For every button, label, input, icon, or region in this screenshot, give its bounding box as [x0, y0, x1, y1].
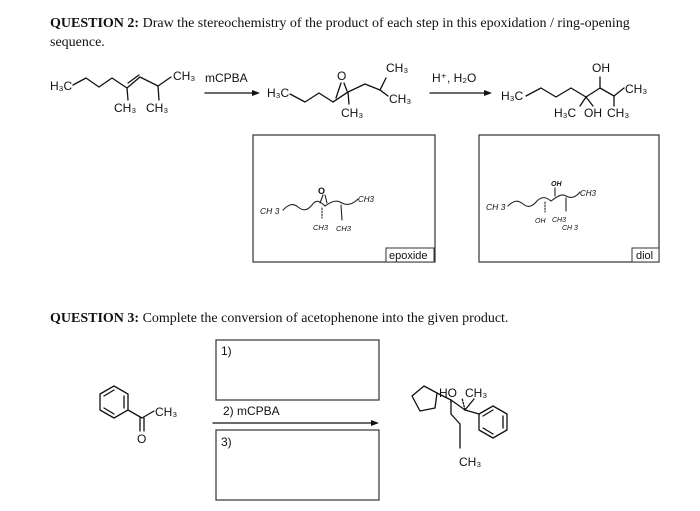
- diol-structure: H₃C OH CH₃ H₃C OH CH₃: [501, 61, 647, 120]
- diol-answer-box[interactable]: [478, 134, 660, 263]
- epoxide-structure: H₃C O CH₃ CH₃ CH₃: [267, 61, 411, 120]
- hand2-oh-bottom: OH: [535, 218, 546, 225]
- sm-ch3-a: CH₃: [114, 101, 136, 115]
- epoxide-cc-bond: [332, 91, 349, 103]
- acetophenone-ring-db-3: [103, 407, 115, 415]
- hand1-ch3-bot1: CH3: [313, 223, 329, 232]
- product-phenyl-db-1: [482, 409, 494, 417]
- epoxide-iso-bond-top: [379, 77, 387, 91]
- question-3-text: Complete the conversion of acetophenone …: [139, 311, 509, 326]
- epoxide-ch3-top: CH₃: [386, 61, 408, 75]
- starting-alkene: H₃C CH₃ CH₃ CH₃: [50, 69, 195, 115]
- sm-methyl-bond-a: [126, 87, 129, 101]
- hand1-epoxide-bond-2: [324, 194, 328, 204]
- hand1-ch3-bot2: CH3: [336, 224, 352, 233]
- sm-ch3-b: CH₃: [146, 101, 168, 115]
- diol-oh-top: OH: [592, 61, 610, 75]
- product-phenyl-bond: [464, 409, 480, 415]
- epoxide-co-bond-2: [343, 82, 348, 92]
- product-phenyl-ring: [478, 405, 508, 439]
- product-ch3-bottom: CH₃: [459, 455, 481, 469]
- epoxide-ch3-right: CH₃: [389, 92, 411, 106]
- epoxide-iso-bond-right: [379, 89, 389, 97]
- arrow-3-head: [371, 420, 379, 426]
- acetophenone-o: O: [137, 432, 146, 446]
- acetophenone-ring-db-1: [103, 389, 115, 397]
- reagent-acid-water: H⁺, H₂O: [432, 71, 476, 85]
- epoxide-handdrawn: CH 3 O CH3 CH3 CH3: [260, 186, 375, 233]
- question-3-prompt: QUESTION 3: Complete the conversion of a…: [50, 310, 660, 328]
- diol-ch3-right: CH₃: [625, 82, 647, 96]
- epoxide-o-label: O: [337, 69, 346, 83]
- hand1-ch3-right: CH3: [358, 195, 375, 204]
- product-phenyl-db-3: [482, 427, 494, 435]
- diol-chain: [525, 87, 625, 98]
- diol-oh-bottom: OH: [584, 106, 602, 120]
- product-chain-mid: [450, 413, 461, 425]
- epoxide-methyl-bond: [347, 91, 350, 105]
- hand2-oh-top: OH: [551, 181, 562, 188]
- hand2-chain: [507, 197, 552, 207]
- diol-h3c-bottom: H₃C: [554, 106, 577, 120]
- hand2-ch3-bottom: CH3: [552, 217, 566, 224]
- epoxide-tag: epoxide: [389, 250, 428, 262]
- hand1-o-label: O: [318, 186, 325, 196]
- sm-double-bond: [127, 74, 140, 84]
- diol-handdrawn: CH 3 OH CH3 OH CH3 CH 3: [486, 181, 597, 232]
- reagent-mcpba: mCPBA: [205, 71, 248, 85]
- diol-tag: diol: [636, 250, 653, 262]
- arrow-1-head: [252, 90, 260, 96]
- hand2-ch3-right: CH3: [580, 189, 597, 198]
- arrow-2-head: [484, 90, 492, 96]
- epoxide-h3c-label: H₃C: [267, 86, 290, 100]
- step-2-label: 2) mCPBA: [223, 404, 280, 418]
- hand1-chain-right: [324, 198, 359, 207]
- diol-tag-box: [631, 247, 660, 263]
- diol-h3c-label: H₃C: [501, 89, 524, 103]
- epoxide-answer-box[interactable]: [252, 134, 436, 263]
- diol-methyl-bond: [579, 96, 587, 107]
- product-oh-hashed: [461, 397, 466, 411]
- sm-methyl-bond-b: [157, 85, 160, 101]
- sm-ch3-right: CH₃: [173, 69, 195, 83]
- hand1-epoxide-bond-1: [319, 194, 324, 204]
- diol-oh-bond-2: [585, 96, 594, 107]
- step-3-label: 3): [221, 435, 232, 449]
- step-1-label: 1): [221, 344, 232, 358]
- hand1-chain: [282, 200, 326, 211]
- question-3-label: QUESTION 3:: [50, 311, 140, 326]
- cyclopentyl-ring: [411, 385, 438, 412]
- step-3-box[interactable]: [215, 429, 380, 501]
- hand1-ch3-left: CH 3: [260, 206, 280, 216]
- hand1-methyl-bond: [340, 204, 343, 221]
- epoxide-ch3-bottom: CH₃: [341, 106, 363, 120]
- question-2-label: QUESTION 2:: [50, 16, 140, 31]
- question-2-prompt: QUESTION 2: Draw the stereochemistry of …: [50, 14, 660, 52]
- acetophenone-structure: CH₃ O: [99, 385, 177, 446]
- sm-h3c-label: H₃C: [50, 79, 73, 93]
- diol-ch3-bottom: CH₃: [607, 106, 629, 120]
- acetophenone-ch3: CH₃: [155, 405, 177, 419]
- product-ch3-top: CH₃: [465, 386, 487, 400]
- epoxide-chain: [289, 83, 381, 103]
- step-1-box[interactable]: [215, 339, 380, 401]
- q3-product-structure: HO CH₃ CH₃: [411, 385, 508, 469]
- epoxide-tag-box: [385, 247, 435, 263]
- sm-carbon-chain: [72, 76, 172, 89]
- hand2-ch3-left: CH 3: [486, 202, 506, 212]
- hand2-chain-right: [550, 191, 581, 202]
- product-ho-label: HO: [439, 386, 457, 400]
- acetophenone-acyl-bond: [127, 409, 155, 419]
- product-methyl-wedge: [464, 398, 475, 411]
- epoxide-co-bond-1: [335, 82, 342, 99]
- hand2-ch3-bottom-2: CH 3: [562, 225, 578, 232]
- question-2-text: Draw the stereochemistry of the product …: [50, 16, 630, 50]
